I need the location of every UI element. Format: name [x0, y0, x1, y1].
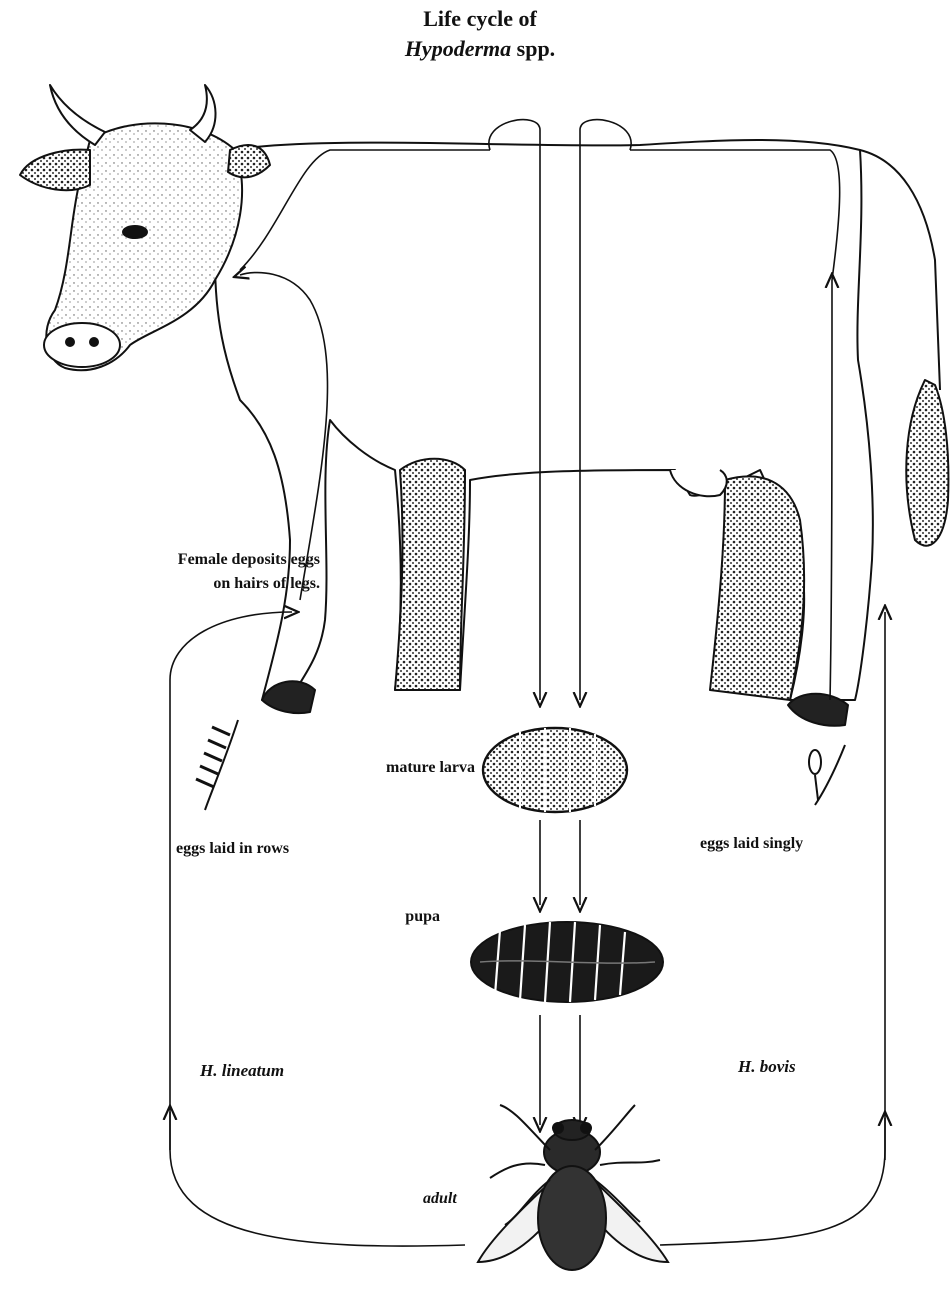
mature-larva-label: mature larva	[300, 759, 475, 777]
genus-name: Hypoderma	[405, 36, 511, 61]
cow-illustration	[20, 85, 948, 726]
eggs-singly-illustration	[809, 745, 845, 805]
diagram-title-line1: Life cycle of	[360, 6, 600, 32]
pupa-label: pupa	[340, 908, 440, 926]
h-bovis-label: H. bovis	[738, 1057, 796, 1077]
cow-muzzle	[44, 323, 120, 367]
diagram-title-line2: Hypoderma spp.	[360, 36, 600, 62]
eggs-in-rows-illustration	[196, 720, 238, 810]
left-horn	[50, 85, 105, 145]
pupa-illustration	[471, 922, 663, 1002]
adult-fly-illustration	[478, 1105, 668, 1270]
female-deposits-label: Female deposits eggs on hairs of legs.	[60, 548, 320, 596]
species-suffix: spp.	[511, 36, 555, 61]
eggs-laid-in-rows-label: eggs laid in rows	[176, 840, 289, 858]
rear-hoof	[788, 694, 848, 726]
tail-tuft	[906, 380, 948, 546]
mature-larva-illustration	[483, 728, 627, 812]
adult-label: adult	[423, 1190, 457, 1208]
h-lineatum-label: H. lineatum	[200, 1061, 284, 1081]
cow-udder	[670, 470, 727, 496]
eggs-laid-singly-label: eggs laid singly	[700, 835, 803, 853]
cow-eye	[123, 226, 147, 238]
female-deposits-line2: on hairs of legs.	[60, 572, 320, 596]
right-horn	[190, 85, 216, 142]
female-deposits-line1: Female deposits eggs	[60, 548, 320, 572]
